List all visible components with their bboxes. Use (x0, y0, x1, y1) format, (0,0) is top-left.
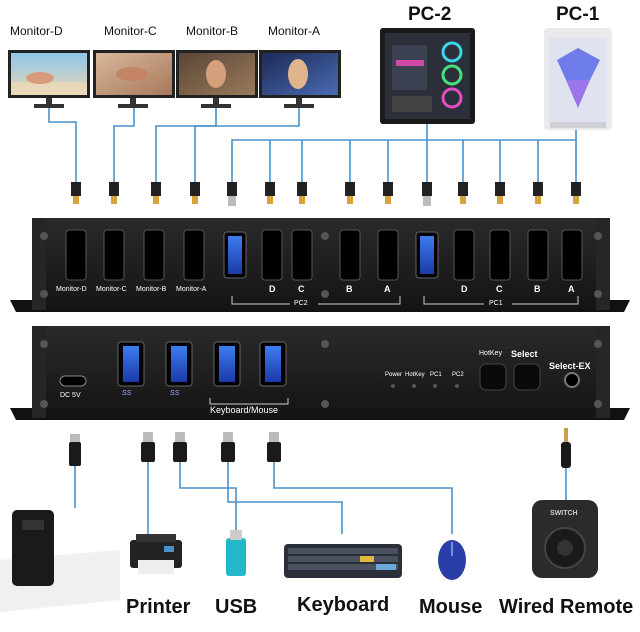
mouse (438, 540, 466, 580)
dp-port-pc2-b (339, 229, 361, 281)
usb-port-mouse (265, 346, 281, 382)
bottom-plugs (69, 428, 571, 468)
front-monitor-a-label: Monitor-A (176, 286, 207, 293)
monitor-b (176, 50, 258, 108)
pc1-led (433, 384, 437, 388)
pc2-port-b-label: B (346, 284, 353, 294)
pc1-port-c-label: C (496, 284, 503, 294)
pc1-port-d-label: D (461, 284, 468, 294)
top-connectors (71, 182, 581, 206)
dp-plug (571, 182, 581, 196)
printer (130, 534, 182, 574)
dc-5v-label: DC 5V (60, 392, 81, 399)
pc1-port-b-label: B (534, 284, 541, 294)
dp-plug (458, 182, 468, 196)
dp-port-monitor-d (65, 229, 87, 281)
monitor-a (259, 50, 341, 108)
dp-plug (495, 182, 505, 196)
dp-plug (383, 182, 393, 196)
front-panel (10, 218, 630, 312)
back-panel (10, 326, 630, 420)
front-monitor-d-label: Monitor-D (56, 286, 87, 293)
usb-plug (422, 182, 432, 196)
mouse-label: Mouse (419, 596, 483, 618)
dp-plug (345, 182, 355, 196)
usb-port-pc1 (420, 236, 434, 274)
dp-port-pc1-d (453, 229, 475, 281)
pc2-led (455, 384, 459, 388)
pc2-led-label: PC2 (452, 372, 464, 378)
select-button (513, 363, 541, 391)
pc1-port-a-label: A (568, 284, 575, 294)
dp-plug (297, 182, 307, 196)
dp-plug (265, 182, 275, 196)
keyboard-mouse-label: Keyboard/Mouse (210, 405, 279, 415)
pc2-port-a-label: A (384, 284, 391, 294)
hotkey-led (412, 384, 416, 388)
power-led (391, 384, 395, 388)
usb-port-keyboard (219, 346, 235, 382)
pc-2-label: PC-2 (408, 4, 452, 25)
wired-remote-label: Wired Remote (499, 596, 634, 618)
dp-port-pc2-c (291, 229, 313, 281)
printer-label: Printer (126, 596, 191, 618)
keyboard (284, 544, 402, 578)
pc2-group-label: PC2 (294, 300, 308, 307)
monitor-b-label: Monitor-B (186, 24, 239, 38)
monitor-a-label: Monitor-A (268, 24, 321, 38)
monitor-cables (48, 108, 577, 182)
dp-port-pc1-a (561, 229, 583, 281)
pc2-port-c-label: C (298, 284, 305, 294)
front-monitor-c-label: Monitor-C (96, 286, 127, 293)
monitor-d-label: Monitor-D (10, 24, 63, 38)
usb-plug (227, 182, 237, 196)
dp-plug (190, 182, 200, 196)
monitor-d (8, 50, 90, 108)
ss-usb-logo: SS (122, 390, 132, 397)
dp-port-pc1-b (527, 229, 549, 281)
keyboard-label: Keyboard (297, 594, 390, 616)
usb-c-port (59, 375, 87, 387)
power-led-label: Power (385, 372, 403, 378)
dp-port-monitor-b (143, 229, 165, 281)
wired-remote (532, 500, 598, 578)
select-ex-label: Select-EX (549, 361, 591, 371)
usb-label: USB (215, 596, 258, 618)
pc2-port-d-label: D (269, 284, 276, 294)
dp-port-monitor-c (103, 229, 125, 281)
pc-2-case (380, 28, 475, 124)
dp-plug (151, 182, 161, 196)
remote-switch-label: SWITCH (550, 510, 578, 517)
usb-flash-drive (226, 530, 246, 576)
dp-plug (533, 182, 543, 196)
pc-1-label: PC-1 (556, 4, 600, 25)
power-adapter (0, 510, 120, 612)
pc-1-case (544, 28, 612, 130)
select-ex-jack (564, 372, 580, 388)
front-monitor-b-label: Monitor-B (136, 286, 167, 293)
usb-port-1 (123, 346, 139, 382)
device-cables (74, 462, 567, 534)
pc1-group-label: PC1 (489, 300, 503, 307)
hotkey-button (479, 363, 507, 391)
dp-plug (71, 182, 81, 196)
pc1-led-label: PC1 (430, 372, 442, 378)
select-button-label: Select (511, 349, 538, 359)
dp-port-pc2-a (377, 229, 399, 281)
monitor-c-label: Monitor-C (104, 24, 157, 38)
usb-port-2 (171, 346, 187, 382)
dp-port-monitor-a (183, 229, 205, 281)
dp-plug (109, 182, 119, 196)
monitor-c (93, 50, 175, 108)
usb-port-pc2 (228, 236, 242, 274)
dp-port-pc1-c (489, 229, 511, 281)
ss-usb-logo: SS (170, 390, 180, 397)
hotkey-led-label: HotKey (405, 372, 425, 378)
dp-port-pc2-d (261, 229, 283, 281)
hotkey-button-label: HotKey (479, 350, 502, 357)
